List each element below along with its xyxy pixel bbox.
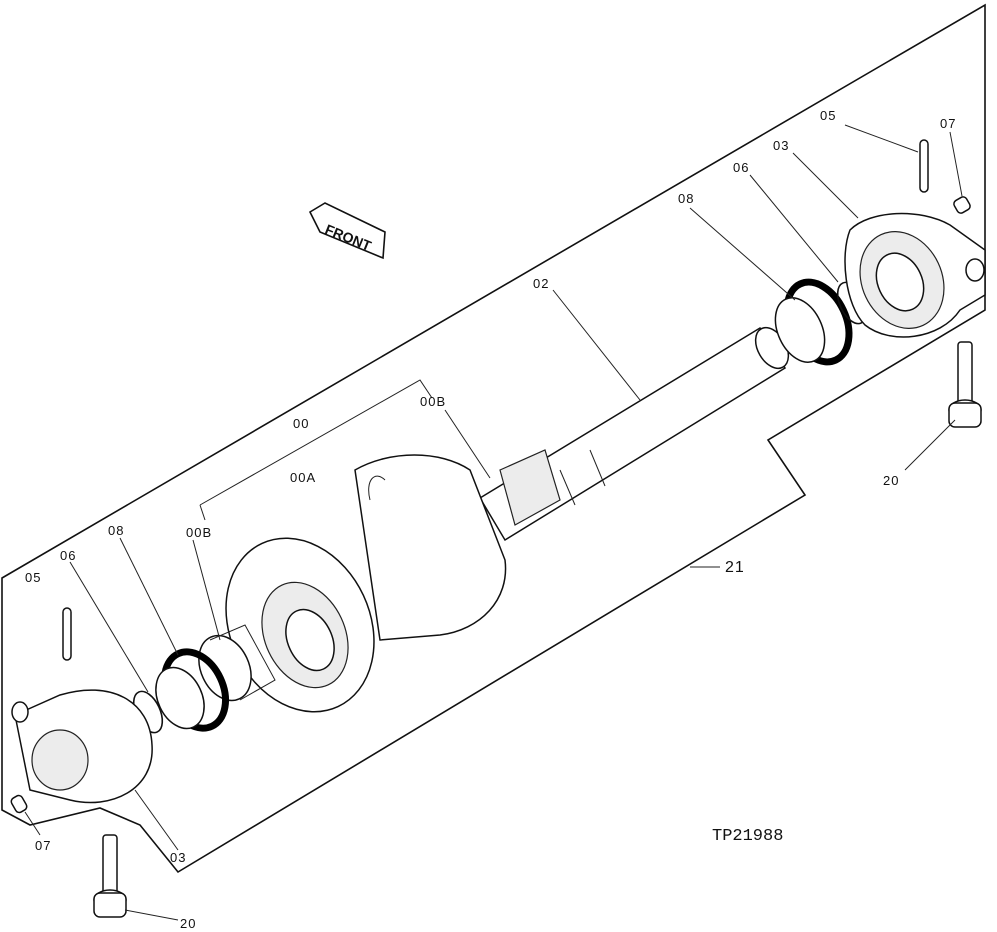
callout-oring-left: 06	[60, 548, 76, 563]
callout-collar-left: 03	[170, 850, 186, 865]
collar-right	[844, 212, 986, 338]
callout-bolt-right: 20	[883, 473, 899, 488]
callout-pin-right: 05	[820, 108, 836, 123]
callout-seal-right: 08	[678, 191, 694, 206]
pin-right	[919, 139, 929, 193]
bolt-right	[948, 341, 982, 428]
collar-left	[11, 689, 153, 804]
bushing-lower	[198, 624, 276, 702]
group-outline	[1, 3, 986, 874]
callout-plug-left: 07	[35, 838, 51, 853]
callout-collar-right: 03	[773, 138, 789, 153]
pin-left	[62, 607, 72, 661]
callout-assembly: 00	[293, 416, 309, 431]
seal-left	[155, 648, 229, 732]
callout-bushing-upper: 00B	[420, 394, 446, 409]
front-label: FRONT	[323, 221, 374, 254]
callout-group: 21	[725, 559, 745, 576]
seal-right	[774, 278, 853, 366]
callout-bushing-lower: 00B	[186, 525, 212, 540]
shaft	[478, 326, 790, 542]
roller-body	[225, 454, 507, 713]
callout-roller-body: 00A	[290, 470, 316, 485]
leader-lines	[24, 124, 963, 921]
plug-right	[953, 196, 971, 214]
figure-code: TP21988	[712, 827, 783, 846]
callout-plug-right: 07	[940, 116, 956, 131]
callout-pin-left: 05	[25, 570, 41, 585]
plug-left	[10, 794, 28, 814]
front-arrow-icon: FRONT	[308, 202, 386, 260]
callout-shaft: 02	[533, 276, 549, 291]
callout-bolt-left: 20	[180, 916, 196, 931]
callout-seal-left: 08	[108, 523, 124, 538]
callout-oring-right: 06	[733, 160, 749, 175]
bolt-left	[93, 834, 127, 918]
